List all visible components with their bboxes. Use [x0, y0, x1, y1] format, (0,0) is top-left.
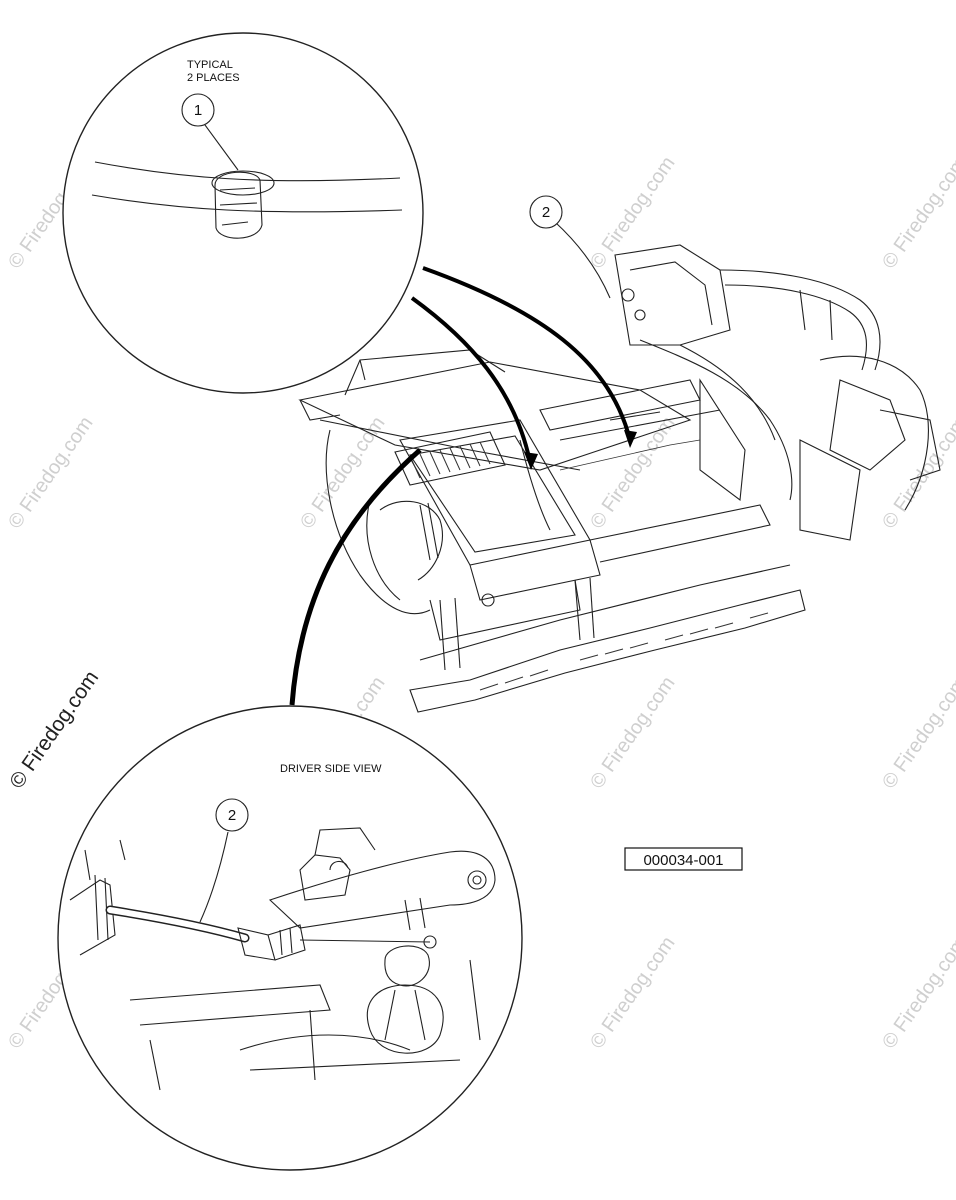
- driver-side-view-title: DRIVER SIDE VIEW: [280, 763, 382, 775]
- watermark: © Firedog.com: [878, 933, 956, 1053]
- detail-view-driver-side: DRIVER SIDE VIEW 2: [57, 705, 523, 1171]
- detail-view-clip: 1 TYPICAL 2 PLACES: [62, 32, 424, 394]
- callout-2-detail-number: 2: [228, 807, 236, 824]
- watermark: © Firedog.com: [4, 413, 97, 533]
- callout-1-number: 1: [194, 102, 202, 119]
- callout-2-detail-bubble: [215, 798, 249, 832]
- watermark: © Firedog.com: [878, 673, 956, 793]
- watermark: © Firedog.com: [586, 153, 679, 273]
- callout-2-main: 2: [529, 195, 563, 229]
- typical-note-line2: 2 PLACES: [187, 72, 240, 84]
- callout-1-bubble: [181, 93, 215, 127]
- watermark: © Firedog.com: [878, 153, 956, 273]
- watermark: © Firedog.com: [586, 413, 679, 533]
- callout-2-bubble: [529, 195, 563, 229]
- side-watermark: © Firedog.com: [5, 667, 103, 793]
- typical-note-line1: TYPICAL: [187, 59, 233, 71]
- callout-2-number: 2: [542, 204, 550, 221]
- leader-lines: [289, 221, 637, 706]
- watermark: © Firedog.com: [586, 933, 679, 1053]
- watermark: © Firedog.com: [878, 413, 956, 533]
- part-number: 000034-001: [643, 852, 723, 869]
- watermark: © Firedog.com: [586, 673, 679, 793]
- part-number-box: 000034-001: [624, 847, 743, 871]
- vehicle-frame-illustration: [298, 244, 941, 713]
